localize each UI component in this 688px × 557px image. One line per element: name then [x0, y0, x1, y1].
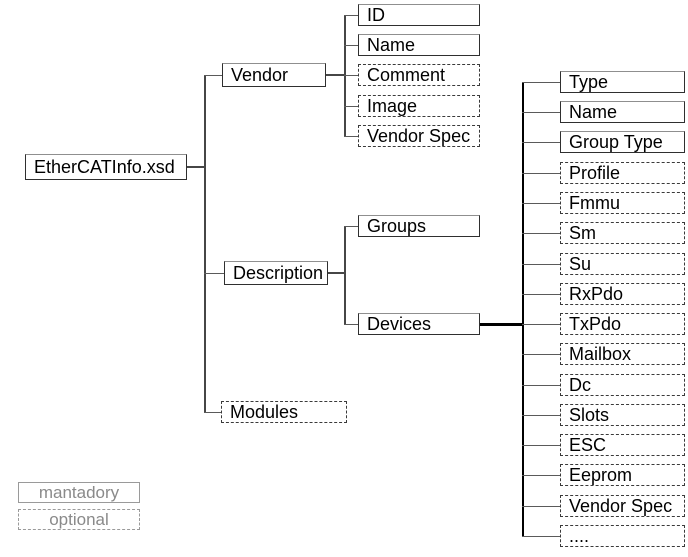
connector-line: [204, 412, 221, 413]
connector-line: [522, 173, 560, 174]
node-groups: Groups: [358, 215, 480, 237]
connector-line: [344, 106, 358, 107]
connector-line: [344, 45, 358, 46]
connector-line: [522, 233, 560, 234]
node-description: Description: [224, 261, 328, 285]
node-modules: Modules: [221, 401, 347, 423]
connector-line: [344, 15, 358, 16]
node-rxpdo: RxPdo: [560, 283, 685, 305]
connector-line: [522, 385, 560, 386]
node-txpdo: TxPdo: [560, 313, 685, 335]
connector-line: [344, 136, 358, 137]
node-name-vendor: Name: [358, 34, 480, 56]
connector-line: [204, 75, 222, 76]
connector-line: [480, 323, 524, 326]
connector-line: [344, 226, 346, 325]
connector-line: [204, 273, 224, 274]
node-mailbox: Mailbox: [560, 343, 685, 365]
node-devices: Devices: [358, 313, 480, 335]
connector-line: [522, 475, 560, 476]
node-ethercatinfo: EtherCATInfo.xsd: [25, 154, 187, 180]
connector-line: [522, 82, 560, 83]
node-id: ID: [358, 4, 480, 26]
node-eeprom: Eeprom: [560, 464, 685, 486]
connector-line: [204, 75, 206, 413]
connector-line: [522, 324, 560, 325]
node-type: Type: [560, 71, 685, 93]
node-fmmu: Fmmu: [560, 192, 685, 214]
connector-line: [522, 294, 560, 295]
node-image: Image: [358, 95, 480, 117]
node-comment: Comment: [358, 64, 480, 86]
connector-line: [344, 75, 358, 76]
connector-line: [522, 112, 560, 113]
connector-line: [522, 264, 560, 265]
node-esc: ESC: [560, 434, 685, 456]
node-more: ....: [560, 525, 685, 547]
node-profile: Profile: [560, 162, 685, 184]
node-name-device: Name: [560, 101, 685, 123]
node-su: Su: [560, 253, 685, 275]
connector-line: [328, 272, 346, 274]
connector-line: [187, 166, 206, 168]
connector-line: [344, 226, 358, 227]
node-group-type: Group Type: [560, 131, 685, 153]
node-vendor: Vendor: [222, 63, 326, 87]
node-slots: Slots: [560, 404, 685, 426]
connector-line: [522, 445, 560, 446]
connector-line: [344, 15, 346, 137]
node-vendor-spec-device: Vendor Spec: [560, 495, 685, 517]
connector-line: [344, 324, 358, 325]
legend: mantadory optional: [18, 482, 140, 530]
connector-line: [522, 536, 560, 537]
connector-line: [522, 354, 560, 355]
legend-item-mantadory: mantadory: [18, 482, 140, 503]
connector-line: [522, 203, 560, 204]
node-dc: Dc: [560, 374, 685, 396]
connector-line: [522, 82, 524, 537]
node-sm: Sm: [560, 222, 685, 244]
node-vendor-spec: Vendor Spec: [358, 125, 480, 147]
connector-line: [522, 506, 560, 507]
legend-item-optional: optional: [18, 509, 140, 530]
connector-line: [522, 142, 560, 143]
connector-line: [522, 415, 560, 416]
connector-line: [326, 74, 346, 76]
